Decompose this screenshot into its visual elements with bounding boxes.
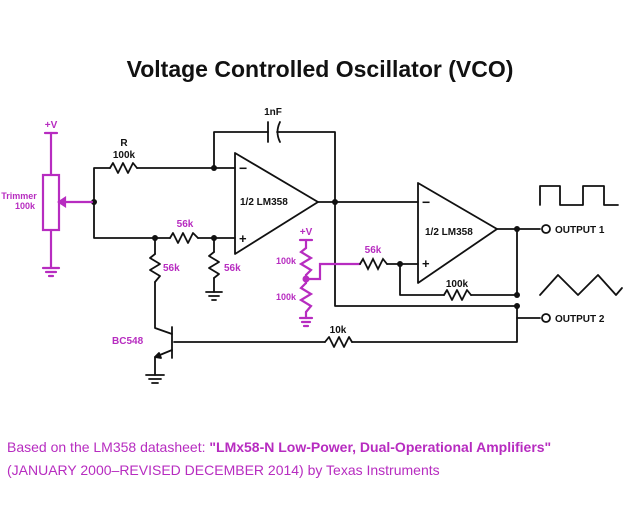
resistor-56k-top xyxy=(169,232,199,244)
trimmer-value-label: 100k xyxy=(15,201,36,211)
footer-prefix: Based on the LM358 datasheet: xyxy=(7,439,210,455)
r-100k-fb-label: 100k xyxy=(446,279,469,290)
divider-top-label: 100k xyxy=(276,256,297,266)
footer-citation: Based on the LM358 datasheet: "LMx58-N L… xyxy=(7,436,637,482)
r-56k-top-label: 56k xyxy=(177,219,194,230)
r-56k-left-label: 56k xyxy=(163,263,180,274)
opamp-1-minus: − xyxy=(239,160,247,176)
opamp-2 xyxy=(417,182,498,284)
wires xyxy=(93,121,623,384)
r-56k-right-label: 56k xyxy=(365,245,382,256)
footer-doc-title: "LMx58-N Low-Power, Dual-Operational Amp… xyxy=(209,439,552,455)
resistor-10k xyxy=(324,336,353,348)
resistor-56k-left xyxy=(149,253,161,283)
r-10k-label: 10k xyxy=(330,325,347,336)
r-value-label: 100k xyxy=(113,150,136,161)
transistor-label: BC548 xyxy=(112,336,144,347)
divider-bottom-label: 100k xyxy=(276,292,297,302)
opamp-1 xyxy=(234,152,319,255)
footer-line-2: (JANUARY 2000–REVISED DECEMBER 2014) by … xyxy=(7,462,440,478)
square-wave xyxy=(539,185,619,206)
resistor-div-bottom xyxy=(298,281,314,314)
opamp-2-label: 1/2 LM358 xyxy=(425,227,473,238)
trimmer-label: Trimmer xyxy=(1,191,37,201)
trimmer-body xyxy=(41,173,61,232)
cap-label: 1nF xyxy=(264,107,282,118)
vplus-left-label: +V xyxy=(45,120,58,131)
resistor-r xyxy=(109,162,138,174)
purple-parts xyxy=(41,131,362,328)
opamp-2-plus: + xyxy=(422,256,430,271)
output-1-label: OUTPUT 1 xyxy=(555,225,605,236)
output-2-label: OUTPUT 2 xyxy=(555,314,605,325)
page-title: Voltage Controlled Oscillator (VCO) xyxy=(126,56,514,82)
resistor-56k-down xyxy=(208,251,220,279)
triangle-wave xyxy=(539,274,623,296)
resistor-100k-fb xyxy=(443,289,472,301)
resistor-div-top xyxy=(298,246,314,277)
opamp-1-label: 1/2 LM358 xyxy=(240,197,288,208)
opamp-2-minus: − xyxy=(422,194,430,210)
vplus-mid-label: +V xyxy=(300,227,313,238)
r-56k-down-label: 56k xyxy=(224,263,241,274)
junctions xyxy=(91,165,520,309)
opamp-1-plus: + xyxy=(239,231,247,246)
r-name-label: R xyxy=(120,138,128,149)
